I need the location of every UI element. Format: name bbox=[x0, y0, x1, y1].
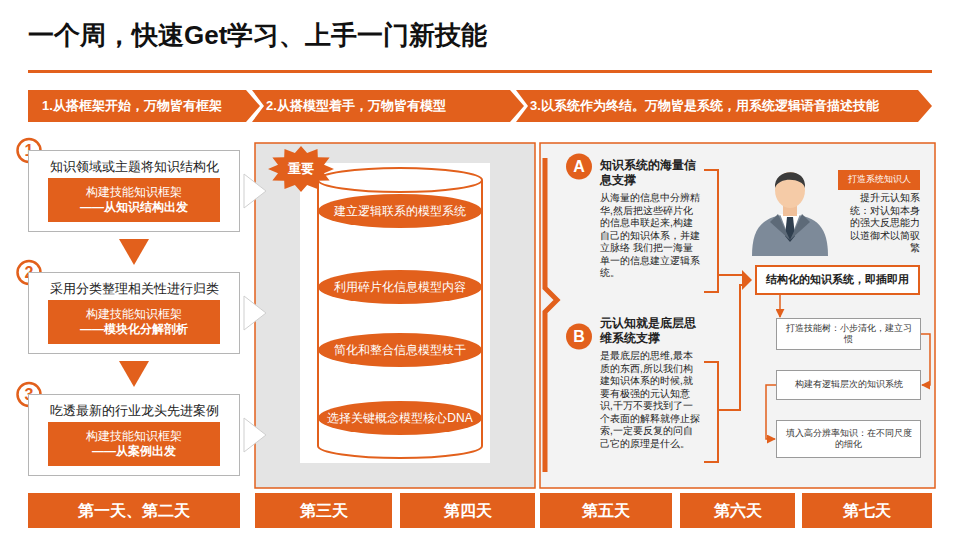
day-box: 第四天 bbox=[400, 493, 535, 528]
title-rule bbox=[28, 70, 932, 73]
title: 一个周，快速Get学习、上手一门新技能 bbox=[28, 18, 487, 53]
person-illustration bbox=[752, 172, 828, 256]
node-text: 构建技能知识框架 bbox=[86, 185, 182, 200]
node-text: 填入高分辨率知识：在不同尺度的细化 bbox=[783, 428, 914, 451]
node-text: 构建技能知识框架 bbox=[86, 307, 182, 322]
node-text: 第四天 bbox=[444, 501, 492, 521]
section-heading: 元认知就是底层思维系统支撑 bbox=[600, 316, 700, 346]
method-box: 构建技能知识框架——从案例出发 bbox=[48, 422, 220, 466]
model-ellipse: 利用碎片化信息模型内容 bbox=[318, 270, 482, 304]
step-box: 知识领域或主题将知识结构化构建技能知识框架——从知识结构出发 bbox=[28, 150, 240, 232]
node-text: 利用碎片化信息模型内容 bbox=[334, 280, 466, 295]
flow-arrow bbox=[244, 296, 266, 330]
node-text: 吃透最新的行业龙头先进案例 bbox=[50, 403, 219, 419]
cylinder-top bbox=[318, 168, 482, 192]
right-panel bbox=[540, 143, 935, 488]
node-text: ——从案例出发 bbox=[92, 444, 176, 459]
section-heading: 知识系统的海量信息支撑 bbox=[600, 158, 700, 188]
callout-letter: B bbox=[566, 322, 592, 351]
system-box: 结构化的知识系统，即插即用 bbox=[755, 265, 920, 295]
section-body: 从海量的信息中分辨精华,然后把这些碎片化的信息串联起来,构建自己的知识体系，并建… bbox=[600, 192, 700, 280]
node-text: 构建技能知识框架 bbox=[86, 429, 182, 444]
node-text: 第一天、第二天 bbox=[78, 501, 190, 521]
leader-line bbox=[718, 274, 742, 276]
day-box: 第五天 bbox=[540, 493, 672, 528]
node-text: 采用分类整理相关性进行归类 bbox=[50, 281, 219, 297]
role-tag: 打造系统知识人 bbox=[838, 170, 920, 190]
important-burst: 重要 bbox=[268, 146, 334, 192]
cylinder-body bbox=[318, 180, 482, 458]
node-text: 第六天 bbox=[714, 501, 762, 521]
step-box: 构建有逻辑层次的知识系统 bbox=[776, 370, 921, 400]
step-box: 打造技能树：小步清化，建立习惯 bbox=[776, 318, 921, 350]
node-text: A bbox=[573, 157, 585, 177]
node-text: 3.以系统作为终结。万物皆是系统，用系统逻辑语音描述技能 bbox=[530, 98, 879, 114]
node-text: ——从知识结构出发 bbox=[80, 200, 188, 215]
day-box: 第一天、第二天 bbox=[28, 493, 240, 528]
node-text: B bbox=[573, 327, 585, 347]
node-text: 第五天 bbox=[582, 501, 630, 521]
connector bbox=[779, 295, 781, 317]
node-text: 结构化的知识系统，即插即用 bbox=[766, 273, 909, 287]
note-text: 提升元认知系统：对认知本身的强大反思能力以道御术以简驭繁 bbox=[846, 192, 920, 255]
down-arrow bbox=[119, 239, 149, 265]
node-text: 第七天 bbox=[843, 501, 891, 521]
model-ellipse: 简化和整合信息模型枝干 bbox=[318, 333, 482, 367]
node-text: 重要 bbox=[288, 161, 314, 177]
connector bbox=[921, 334, 930, 385]
method-box: 构建技能知识框架——从知识结构出发 bbox=[48, 178, 220, 222]
arrow-head bbox=[742, 270, 752, 290]
node-text: 选择关键概念模型核心DNA bbox=[327, 411, 472, 426]
model-ellipse: 选择关键概念模型核心DNA bbox=[318, 401, 482, 435]
step-band: 3.以系统作为终结。万物皆是系统，用系统逻辑语音描述技能 bbox=[516, 90, 932, 122]
step-box: 采用分类整理相关性进行归类构建技能知识框架——模块化分解剖析 bbox=[28, 272, 240, 354]
flow-arrow bbox=[244, 174, 266, 208]
step-box: 填入高分辨率知识：在不同尺度的细化 bbox=[776, 420, 921, 458]
bracket bbox=[545, 158, 557, 472]
node-text: 1.从搭框架开始，万物皆有框架 bbox=[42, 98, 222, 114]
step-band: 2.从搭模型着手，万物皆有模型 bbox=[252, 90, 524, 122]
down-arrow bbox=[119, 361, 149, 387]
node-text: 知识领域或主题将知识结构化 bbox=[50, 159, 219, 175]
model-ellipse: 建立逻辑联系的模型系统 bbox=[318, 194, 482, 228]
leader-line bbox=[718, 285, 742, 410]
flow-arrow bbox=[244, 418, 266, 452]
node-text: 第三天 bbox=[300, 501, 348, 521]
day-box: 第三天 bbox=[255, 493, 392, 528]
node-text: 构建有逻辑层次的知识系统 bbox=[795, 379, 903, 390]
node-text: 打造技能树：小步清化，建立习惯 bbox=[783, 323, 914, 346]
callout-letter: A bbox=[566, 152, 592, 181]
method-box: 构建技能知识框架——模块化分解剖析 bbox=[48, 300, 220, 344]
node-text: ——模块化分解剖析 bbox=[80, 322, 188, 337]
bracket bbox=[704, 170, 718, 292]
node-text: 2.从搭模型着手，万物皆有模型 bbox=[266, 98, 446, 114]
step-box: 吃透最新的行业龙头先进案例构建技能知识框架——从案例出发 bbox=[28, 394, 240, 476]
node-text: 打造系统知识人 bbox=[848, 174, 911, 185]
node-text: 简化和整合信息模型枝干 bbox=[334, 343, 466, 358]
middle-panel bbox=[255, 143, 535, 488]
step-band: 1.从搭框架开始，万物皆有框架 bbox=[28, 90, 260, 122]
section-body: 是最底层的思维,最本质的东西,所以我们构建知识体系的时候,就要有极强的元认知意识… bbox=[600, 350, 700, 450]
white-card bbox=[300, 163, 490, 463]
connector bbox=[766, 385, 776, 439]
day-box: 第六天 bbox=[680, 493, 795, 528]
node-text: 建立逻辑联系的模型系统 bbox=[334, 204, 466, 219]
day-box: 第七天 bbox=[802, 493, 932, 528]
bracket bbox=[704, 362, 718, 462]
